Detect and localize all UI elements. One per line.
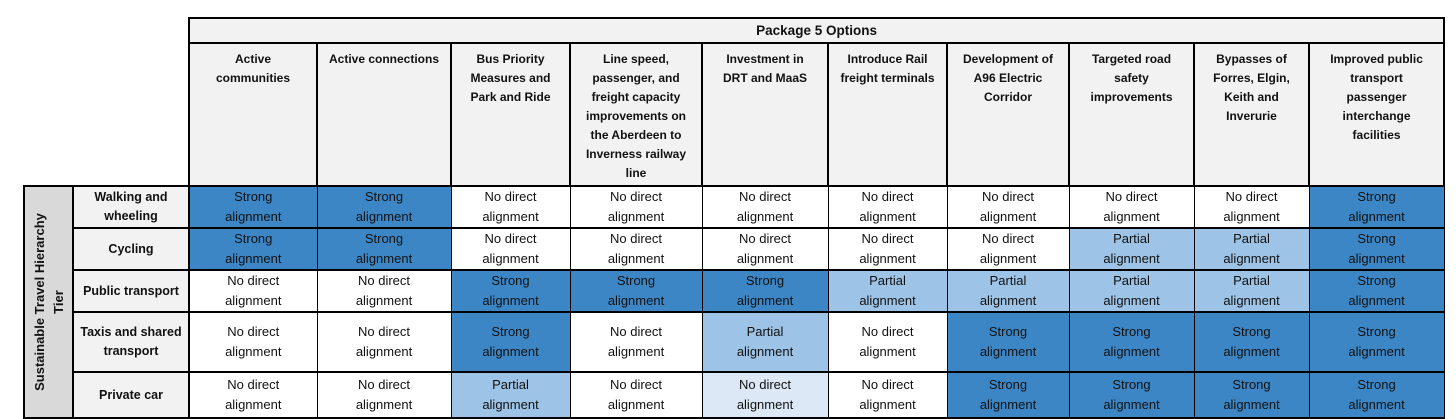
alignment-cell: Strong alignment	[1193, 371, 1310, 419]
alignment-cell: Partial alignment	[827, 269, 948, 313]
row-header-cycling: Cycling	[72, 227, 190, 271]
alignment-cell: Strong alignment	[188, 185, 318, 229]
alignment-cell: Strong alignment	[450, 269, 571, 313]
table-row: Private car No direct alignment No direc…	[24, 371, 1445, 419]
alignment-cell: No direct alignment	[701, 185, 829, 229]
alignment-cell: No direct alignment	[569, 185, 703, 229]
alignment-cell: Strong alignment	[1308, 227, 1445, 271]
alignment-cell: Strong alignment	[1308, 311, 1445, 373]
alignment-cell: Partial alignment	[1193, 269, 1310, 313]
column-header-active-connections: Active connections	[316, 42, 452, 187]
column-header-rail-freight: Introduce Rail freight terminals	[827, 42, 948, 187]
alignment-cell: No direct alignment	[316, 371, 452, 419]
row-header-public-transport: Public transport	[72, 269, 190, 313]
alignment-cell: No direct alignment	[188, 371, 318, 419]
column-header-road-safety: Targeted road safety improvements	[1068, 42, 1195, 187]
package-alignment-matrix: Package 5 Options Active communities Act…	[23, 17, 1446, 419]
alignment-cell: No direct alignment	[316, 269, 452, 313]
alignment-cell: No direct alignment	[1193, 185, 1310, 229]
alignment-cell: No direct alignment	[701, 227, 829, 271]
alignment-cell: Partial alignment	[1068, 227, 1195, 271]
alignment-cell: No direct alignment	[569, 227, 703, 271]
alignment-cell: No direct alignment	[827, 185, 948, 229]
alignment-cell: Strong alignment	[701, 269, 829, 313]
group-header: Package 5 Options	[187, 17, 1446, 44]
alignment-cell: Strong alignment	[946, 371, 1070, 419]
top-left-spacer	[24, 18, 189, 43]
alignment-cell: No direct alignment	[827, 311, 948, 373]
alignment-cell: Strong alignment	[1068, 371, 1195, 419]
row-header-walking: Walking and wheeling	[72, 185, 190, 229]
alignment-cell: No direct alignment	[188, 311, 318, 373]
column-header-line-speed: Line speed, passenger, and freight capac…	[569, 42, 703, 187]
alignment-cell: Partial alignment	[701, 311, 829, 373]
column-header-row: Active communities Active connections Bu…	[24, 42, 1446, 187]
alignment-cell: Strong alignment	[1308, 185, 1445, 229]
alignment-cell: Partial alignment	[1068, 269, 1195, 313]
alignment-cell: Strong alignment	[1193, 311, 1310, 373]
alignment-cell: No direct alignment	[188, 269, 318, 313]
alignment-cell: Strong alignment	[946, 311, 1070, 373]
alignment-table: Package 5 Options Active communities Act…	[23, 17, 1446, 419]
alignment-cell: No direct alignment	[569, 311, 703, 373]
hierarchy-vertical-label: Sustainable Travel Hierarchy Tier	[31, 213, 66, 391]
table-row: Cycling Strong alignment Strong alignmen…	[24, 227, 1445, 271]
alignment-cell: Strong alignment	[1308, 371, 1445, 419]
alignment-cell: Partial alignment	[946, 269, 1070, 313]
row-header-taxis: Taxis and shared transport	[72, 311, 190, 373]
column-header-bypasses: Bypasses of Forres, Elgin, Keith and Inv…	[1193, 42, 1310, 187]
column-header-drt-maas: Investment in DRT and MaaS	[701, 42, 829, 187]
alignment-cell: No direct alignment	[450, 185, 571, 229]
alignment-cell: No direct alignment	[946, 227, 1070, 271]
alignment-cell: Partial alignment	[1193, 227, 1310, 271]
alignment-cell: No direct alignment	[1068, 185, 1195, 229]
table-row: Public transport No direct alignment No …	[24, 269, 1445, 313]
alignment-cell: Strong alignment	[1068, 311, 1195, 373]
alignment-cell: Strong alignment	[1308, 269, 1445, 313]
alignment-cell: No direct alignment	[827, 227, 948, 271]
table-row: Taxis and shared transport No direct ali…	[24, 311, 1445, 373]
alignment-cell: No direct alignment	[569, 371, 703, 419]
table-row: Sustainable Travel Hierarchy Tier Walkin…	[23, 185, 1445, 419]
alignment-cell: Partial alignment	[450, 371, 571, 419]
alignment-cell: No direct alignment	[827, 371, 948, 419]
alignment-cell: No direct alignment	[946, 185, 1070, 229]
column-header-a96-electric: Development of A96 Electric Corridor	[946, 42, 1070, 187]
alignment-cell: Strong alignment	[450, 311, 571, 373]
row-header-private-car: Private car	[72, 371, 190, 419]
alignment-cell: No direct alignment	[701, 371, 829, 419]
alignment-cell: No direct alignment	[316, 311, 452, 373]
column-header-interchange: Improved public transport passenger inte…	[1307, 42, 1446, 187]
alignment-cell: Strong alignment	[316, 185, 452, 229]
alignment-cell: No direct alignment	[450, 227, 571, 271]
alignment-cell: Strong alignment	[188, 227, 318, 271]
alignment-cell: Strong alignment	[569, 269, 703, 313]
alignment-cell: Strong alignment	[316, 227, 452, 271]
header-spacer	[24, 43, 189, 186]
group-header-row: Package 5 Options	[24, 17, 1446, 44]
column-header-bus-priority: Bus Priority Measures and Park and Ride	[450, 42, 571, 187]
hierarchy-vertical-header: Sustainable Travel Hierarchy Tier	[23, 185, 74, 419]
column-header-active-communities: Active communities	[188, 42, 318, 187]
